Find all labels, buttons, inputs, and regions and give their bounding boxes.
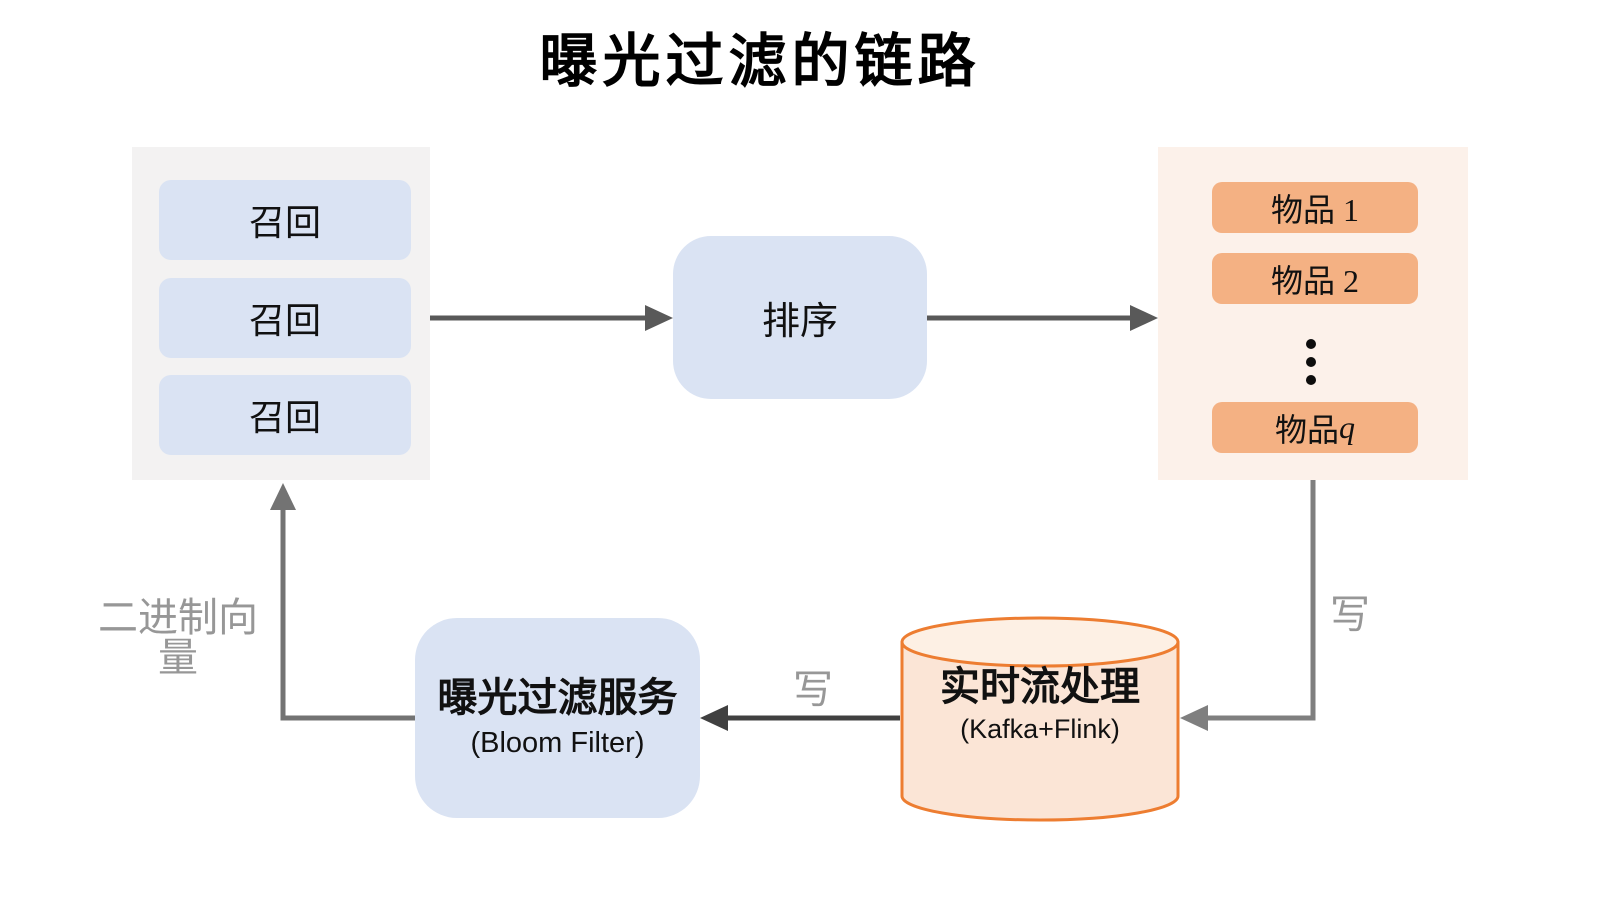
recall-panel: 召回 召回 召回 [132, 147, 430, 480]
arrow-items-to-cylinder [1180, 480, 1316, 731]
arrow-bloom-to-recall [270, 483, 415, 721]
bloom-filter-box: 曝光过滤服务 (Bloom Filter) [415, 618, 700, 818]
item-box-1: 物品 1 [1212, 182, 1418, 233]
item-box-q-variable: q [1339, 409, 1355, 445]
write-edge-label-cylinder-to-bloom: 写 [793, 668, 833, 712]
rank-box: 排序 [673, 236, 927, 399]
recall-box-2: 召回 [159, 278, 411, 358]
bloom-filter-subtitle: (Bloom Filter) [470, 727, 645, 760]
recall-box-3: 召回 [159, 375, 411, 455]
arrow-rank-to-items [927, 305, 1158, 331]
binary-vector-edge-label: 二进制向量 [98, 596, 258, 680]
item-box-1-label: 物品 1 [1270, 191, 1359, 228]
items-panel: 物品 1 物品 2 物品 q [1158, 147, 1468, 480]
diagram-title: 曝光过滤的链路 [539, 27, 981, 95]
stream-cylinder-subtitle: (Kafka+Flink) [960, 714, 1120, 744]
bloom-filter-title: 曝光过滤服务 [437, 676, 678, 721]
vertical-ellipsis-icon [1306, 339, 1316, 385]
stream-cylinder-text: 实时流处理 (Kafka+Flink) [902, 664, 1178, 745]
rank-box-label: 排序 [761, 301, 838, 343]
recall-box-2-label: 召回 [248, 300, 321, 341]
arrow-recall-to-rank [430, 305, 673, 331]
recall-box-1: 召回 [159, 180, 411, 260]
recall-box-3-label: 召回 [248, 397, 321, 438]
write-edge-label-items-to-cylinder: 写 [1330, 593, 1370, 637]
item-box-q: 物品 q [1212, 402, 1418, 453]
item-box-2-label: 物品 2 [1270, 262, 1359, 299]
item-box-2: 物品 2 [1212, 253, 1418, 304]
item-box-q-prefix: 物品 [1274, 411, 1339, 448]
recall-box-1-label: 召回 [248, 202, 321, 243]
stream-cylinder-title: 实时流处理 [940, 665, 1140, 709]
